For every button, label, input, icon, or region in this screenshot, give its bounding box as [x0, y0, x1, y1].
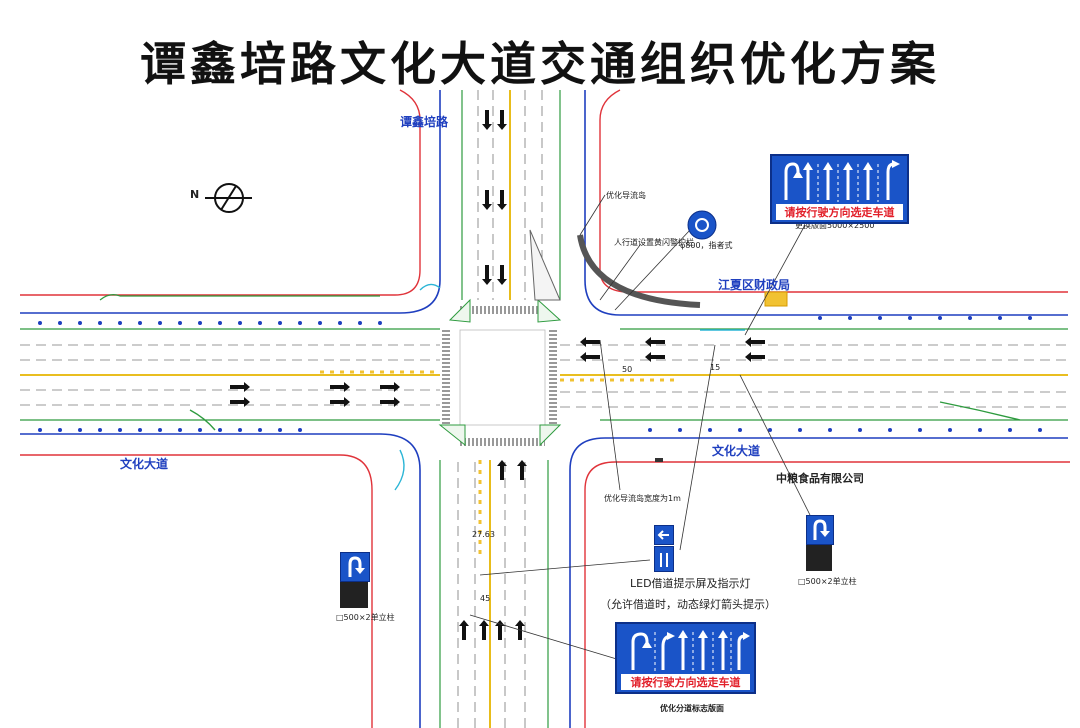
distance-50: 50	[622, 365, 633, 374]
west-green-curve	[189, 409, 216, 431]
road-label-west: 文化大道	[120, 457, 169, 471]
led-screen	[654, 546, 674, 572]
distance-45: 45	[480, 594, 491, 603]
intersection-center	[459, 329, 546, 426]
boundary-lines	[20, 89, 1070, 728]
round-sign	[687, 210, 717, 240]
curb-lines	[20, 90, 1068, 728]
led-note-2: （允许借道时，动态绿灯箭头提示）	[600, 598, 776, 611]
bottom-sign-arrows	[631, 630, 750, 672]
distance-2763: 27.63	[472, 530, 495, 539]
car-marker	[655, 458, 663, 462]
top-sign-text: 请按行驶方向选走车道	[776, 204, 903, 220]
east-green-curve	[939, 401, 1021, 421]
center-lines	[20, 90, 1068, 728]
north-compass	[205, 183, 252, 213]
top-lane-guide-sign: 请按行驶方向选走车道	[770, 154, 909, 224]
led-note-1: LED借道提示屏及指示灯	[630, 577, 751, 590]
uturn-icon	[813, 519, 830, 540]
left-arrow-icon	[657, 530, 669, 540]
leader-lines	[469, 194, 811, 661]
lane-arrows	[230, 110, 765, 640]
lane-lines	[20, 90, 1068, 728]
pole-left-note: □500×2单立柱	[336, 613, 395, 622]
light-dots	[38, 316, 1042, 432]
hatched-area	[764, 291, 788, 307]
green-lines	[20, 90, 1068, 728]
right-turn-lane	[577, 234, 701, 308]
yellow-dashes	[320, 370, 680, 560]
compass-n-label: N	[190, 188, 200, 201]
bottom-lane-guide-sign: 请按行驶方向选走车道	[615, 622, 756, 694]
company-label: 中粮食品有限公司	[776, 472, 864, 485]
distance-15: 15	[710, 363, 721, 372]
finance-bureau-label: 江夏区财政局	[718, 278, 791, 292]
led-lane-icon	[660, 553, 668, 567]
plate-left	[340, 582, 368, 608]
plate-right	[806, 545, 832, 571]
optimize-island-note: 优化导流岛	[606, 191, 646, 200]
pole-right-note: □500×2单立柱	[798, 577, 857, 586]
uturn-sign-left	[340, 552, 370, 582]
road-label-north: 谭鑫培路	[400, 115, 449, 129]
page-title: 谭鑫培路文化大道交通组织优化方案	[140, 37, 940, 91]
sign-spec-note: φ800，指者式	[680, 241, 733, 250]
pedestrian-guard-note: 人行道设置黄闪警护栏	[614, 238, 694, 247]
traffic-islands	[438, 229, 562, 447]
cyan-lines	[394, 283, 745, 491]
led-arrow-sign	[654, 525, 674, 545]
top-sign-arrows	[784, 160, 900, 202]
bottom-caption: 优化分道标志版面	[660, 704, 724, 713]
island-width-note: 优化导流岛宽度为1m	[604, 494, 681, 503]
uturn-icon	[348, 556, 365, 577]
bottom-sign-text: 请按行驶方向选走车道	[621, 674, 750, 690]
road-label-east: 文化大道	[712, 444, 761, 458]
uturn-sign-right	[806, 515, 834, 545]
sign-size-note: 更换版面5000×2500	[795, 221, 875, 230]
